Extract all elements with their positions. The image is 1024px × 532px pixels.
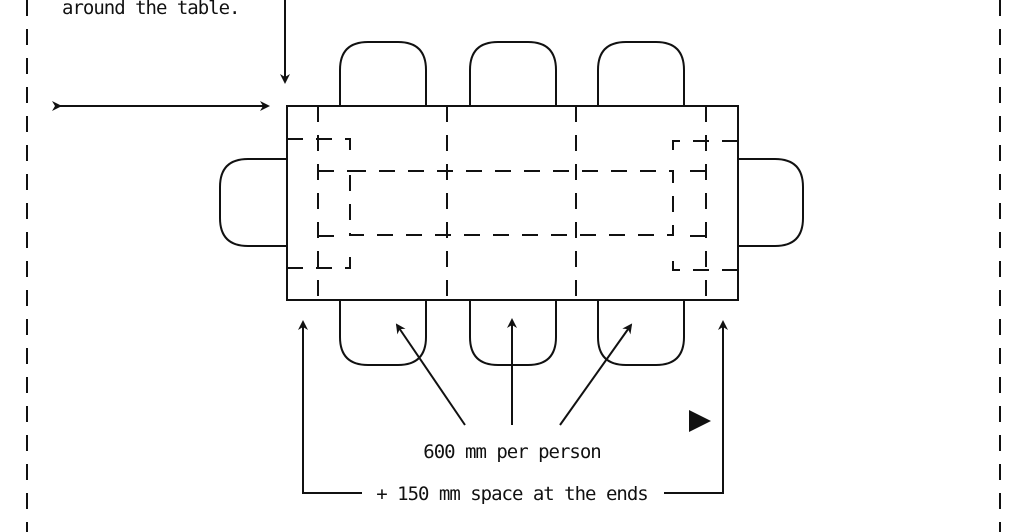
chair-bottom-1 (339, 300, 427, 366)
play-icon[interactable] (689, 410, 711, 432)
place-setting-guides (287, 106, 738, 300)
chair-top-1 (339, 41, 427, 106)
arrow-seat-1 (395, 323, 466, 426)
end-bracket-left (298, 320, 362, 494)
label-end-space: + 150 mm space at the ends (376, 483, 647, 505)
end-bracket-right (664, 320, 728, 494)
chair-right (738, 158, 804, 247)
label-per-person: 600 mm per person (423, 441, 600, 463)
chair-top-2 (469, 41, 557, 106)
arrow-seat-3 (559, 323, 633, 426)
chairs (219, 41, 804, 366)
top-note: around the table. (62, 0, 239, 19)
table (286, 105, 739, 301)
chair-bottom-3 (597, 300, 685, 366)
chair-top-3 (597, 41, 685, 106)
chair-left (219, 158, 287, 247)
